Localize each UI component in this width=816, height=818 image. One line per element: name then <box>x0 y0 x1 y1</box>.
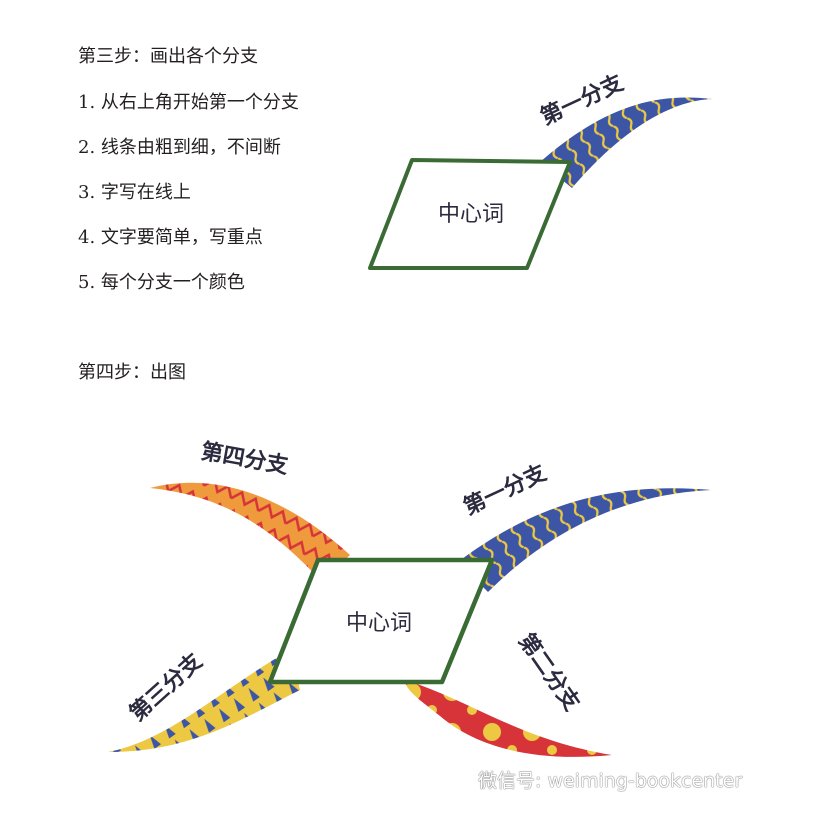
step3-item-5: 5. 每个分支一个颜色 <box>78 272 245 293</box>
step4-diagram: 中心词 第四分支 第一分支 第三分支 第二分支 <box>108 438 712 757</box>
step3-title: 第三步：画出各个分支 <box>78 46 258 67</box>
center-word: 中心词 <box>346 611 412 636</box>
step3-item-3: 3. 字写在线上 <box>78 182 191 203</box>
step3-item-1: 1. 从右上角开始第一个分支 <box>78 92 299 113</box>
branch-1-shape <box>540 97 712 188</box>
center-word: 中心词 <box>438 202 504 227</box>
watermark: 微信号: weiming-bookcenter <box>478 770 743 792</box>
branch-4-shape <box>150 482 350 582</box>
center-box <box>368 158 572 270</box>
step4-title: 第四步：出图 <box>78 362 186 383</box>
center-box <box>267 557 495 685</box>
step3-diagram: 第一分支 中心词 <box>368 69 712 270</box>
branch-1-label: 第一分支 <box>460 459 552 520</box>
branch-2-label: 第二分支 <box>513 629 585 717</box>
step3-item-2: 2. 线条由粗到细，不间断 <box>78 137 281 158</box>
branch-3-shape <box>108 650 300 752</box>
step3-item-4: 4. 文字要简单，写重点 <box>78 227 263 248</box>
branch-2-shape <box>405 680 612 757</box>
branch-4-label: 第四分支 <box>199 438 291 479</box>
